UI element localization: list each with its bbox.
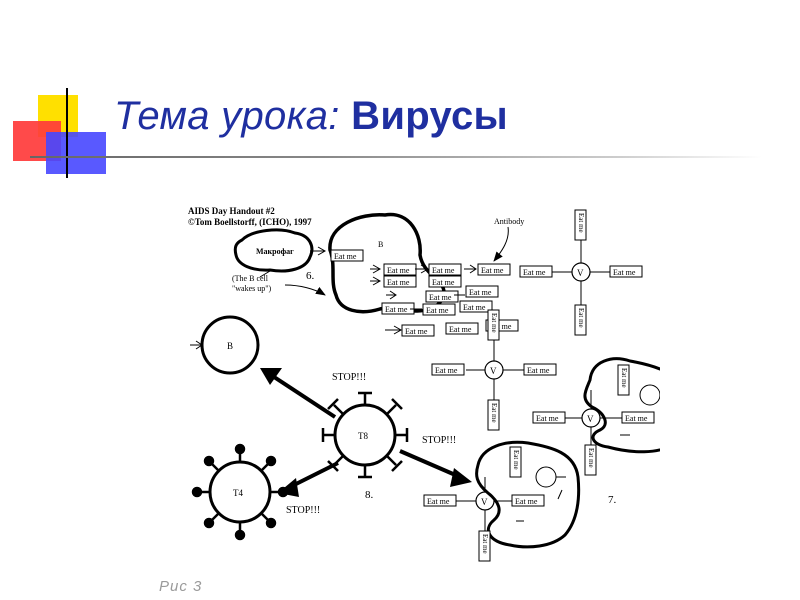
page-title: Тема урока: Вирусы	[114, 94, 508, 139]
virus-diagram: AIDS Day Handout #2 ©Tom Boellstorff, (I…	[160, 185, 660, 570]
figure-caption: Рис 3	[159, 578, 202, 595]
eat-me-label: Eat me	[449, 325, 472, 334]
macrophage-label: Макрофаг	[256, 247, 294, 256]
antibody-label: Antibody	[494, 217, 524, 226]
t4-label: T4	[233, 488, 243, 498]
eat-me-label: Eat me	[577, 308, 585, 328]
eat-me-label: Eat me	[334, 252, 357, 261]
b-cell-label: B	[227, 341, 233, 351]
stop-label-t4: STOP!!!	[286, 505, 320, 516]
eat-me-label: Eat me	[432, 266, 455, 275]
eat-me-label: Eat me	[490, 313, 498, 333]
eat-me-label: Eat me	[405, 327, 428, 336]
eat-me-label: Eat me	[613, 268, 636, 277]
eat-me-label: Eat me	[426, 306, 449, 315]
eat-me-label: Eat me	[515, 497, 538, 506]
eat-me-label: Eat me	[463, 303, 486, 312]
nucleus-lower	[536, 467, 556, 487]
stop-arrow-to-cell	[400, 451, 460, 477]
antibody-arrow	[494, 227, 508, 261]
title-main: Вирусы	[351, 94, 508, 138]
virus-v-label: V	[587, 414, 594, 424]
eat-me-label: Eat me	[536, 414, 559, 423]
blue-square-decoration	[46, 132, 106, 174]
b-cell-receptor	[190, 341, 202, 349]
eat-me-label: Eat me	[427, 497, 450, 506]
eat-me-label: Eat me	[387, 266, 410, 275]
step-8: 8.	[365, 489, 374, 501]
eat-me-label: Eat me	[512, 450, 520, 470]
eat-me-label: Eat me	[577, 213, 585, 233]
stop-arrowhead-b	[260, 368, 282, 385]
eat-me-label: Eat me	[387, 278, 410, 287]
virus-v-label: V	[481, 497, 488, 507]
title-prefix: Тема урока:	[114, 94, 340, 138]
virus-v-label: V	[490, 366, 497, 376]
eat-me-label: Eat me	[587, 448, 595, 468]
eat-me-label: Eat me	[481, 534, 489, 554]
title-underline	[30, 156, 762, 158]
b-cell-note-line2: "wakes up")	[232, 284, 272, 293]
virus-cross-lines	[456, 477, 566, 531]
eat-me-label: Eat me	[385, 305, 408, 314]
stop-label-cell: STOP!!!	[422, 435, 456, 446]
eat-me-label: Eat me	[435, 366, 458, 375]
eat-me-label: Eat me	[432, 278, 455, 287]
eat-me-label: Eat me	[490, 403, 498, 423]
vertical-rule	[66, 88, 68, 178]
eat-me-label: Eat me	[481, 266, 504, 275]
stop-arrow-to-b	[268, 373, 335, 417]
handout-title: AIDS Day Handout #2	[188, 206, 275, 216]
eat-me-label: Eat me	[429, 293, 452, 302]
virus-v-label: V	[577, 268, 584, 278]
handout-credit: ©Tom Boellstorff, (ICHO), 1997	[188, 217, 312, 227]
eat-me-label: Eat me	[625, 414, 648, 423]
stop-arrowhead-cell	[450, 468, 472, 487]
eat-me-label: Eat me	[620, 368, 628, 388]
b-cell-blob-label: B	[378, 240, 383, 249]
step-7: 7.	[608, 494, 617, 506]
t8-label: T8	[358, 431, 368, 441]
stop-label-b: STOP!!!	[332, 372, 366, 383]
eat-me-label: Eat me	[469, 288, 492, 297]
nucleus-right	[640, 385, 660, 405]
eat-me-label: Eat me	[527, 366, 550, 375]
eat-me-label: Eat me	[523, 268, 546, 277]
b-cell-note-arrow	[285, 285, 325, 295]
step-6: 6.	[306, 270, 315, 282]
